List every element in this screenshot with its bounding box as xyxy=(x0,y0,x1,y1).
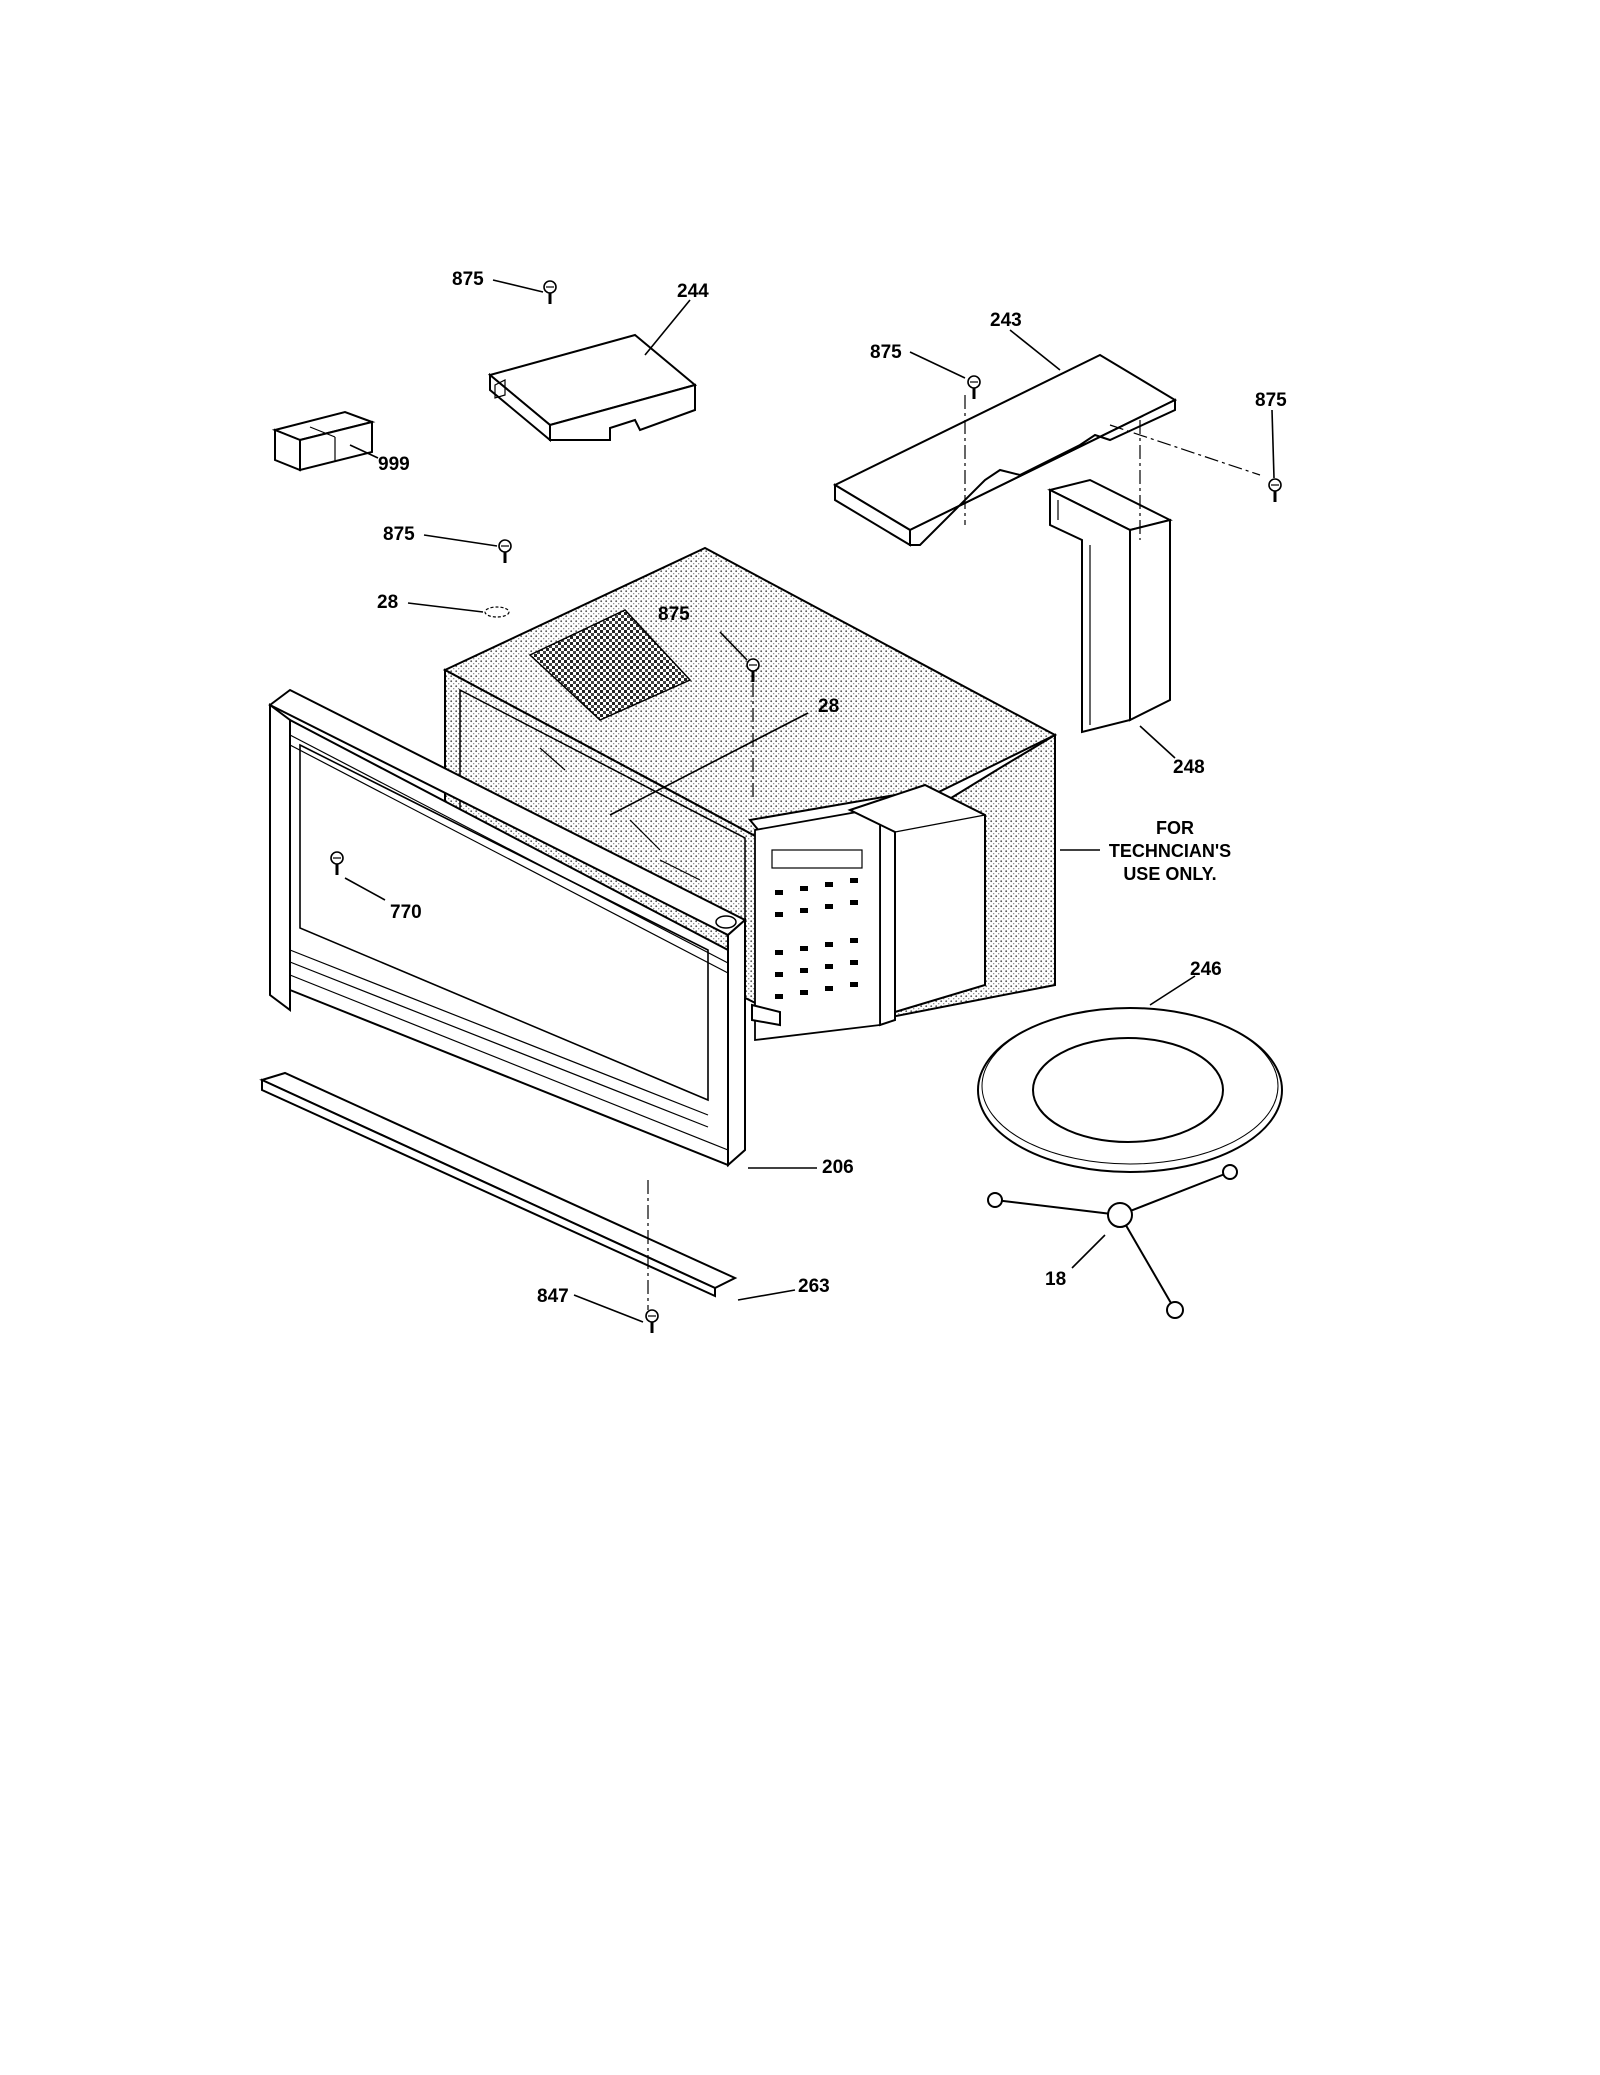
callout-screw-top-left: 875 xyxy=(452,269,484,290)
screw-top-left-icon xyxy=(542,279,558,306)
callout-screw-top-mid: 875 xyxy=(870,342,902,363)
callout-top-cover: 243 xyxy=(990,310,1022,331)
callout-screw-center: 875 xyxy=(658,604,690,625)
note-line-1: FOR xyxy=(1156,818,1194,838)
leader-lines xyxy=(344,279,1275,1323)
microwave-cabinet xyxy=(442,546,1058,1042)
callout-screw-bottom: 847 xyxy=(537,1286,569,1307)
callout-roller: 18 xyxy=(1045,1269,1066,1290)
screw-top-mid-icon xyxy=(966,374,982,401)
callout-package: 999 xyxy=(378,454,410,475)
roller-guide xyxy=(987,1164,1238,1319)
note-line-2: TECHNCIAN'S xyxy=(1109,841,1231,861)
callout-duct: 248 xyxy=(1173,757,1205,778)
screw-left-mid-icon xyxy=(497,538,513,565)
callout-turntable: 246 xyxy=(1190,959,1222,980)
callout-screw-right: 875 xyxy=(1255,390,1287,411)
duct xyxy=(1047,420,1173,734)
bottom-trim xyxy=(259,1071,738,1310)
callout-vent-cover: 244 xyxy=(677,281,709,302)
technician-note: FOR TECHNCIAN'S USE ONLY. xyxy=(1109,818,1231,884)
callout-clip-left: 28 xyxy=(377,592,398,613)
trim-frame xyxy=(268,688,747,1168)
callout-screw-frame: 770 xyxy=(390,902,422,923)
callout-clip-center: 28 xyxy=(818,696,839,717)
callout-screw-left-mid: 875 xyxy=(383,524,415,545)
callout-frame: 206 xyxy=(822,1157,854,1178)
screw-right-icon xyxy=(1267,477,1283,504)
turntable-tray xyxy=(977,1007,1283,1173)
callout-trim: 263 xyxy=(798,1276,830,1297)
note-line-3: USE ONLY. xyxy=(1123,864,1216,884)
top-cover xyxy=(832,353,1261,547)
package-box xyxy=(271,410,376,472)
clip-left-icon xyxy=(484,606,510,618)
screw-bottom-icon xyxy=(644,1308,660,1335)
vent-cover xyxy=(487,333,698,443)
